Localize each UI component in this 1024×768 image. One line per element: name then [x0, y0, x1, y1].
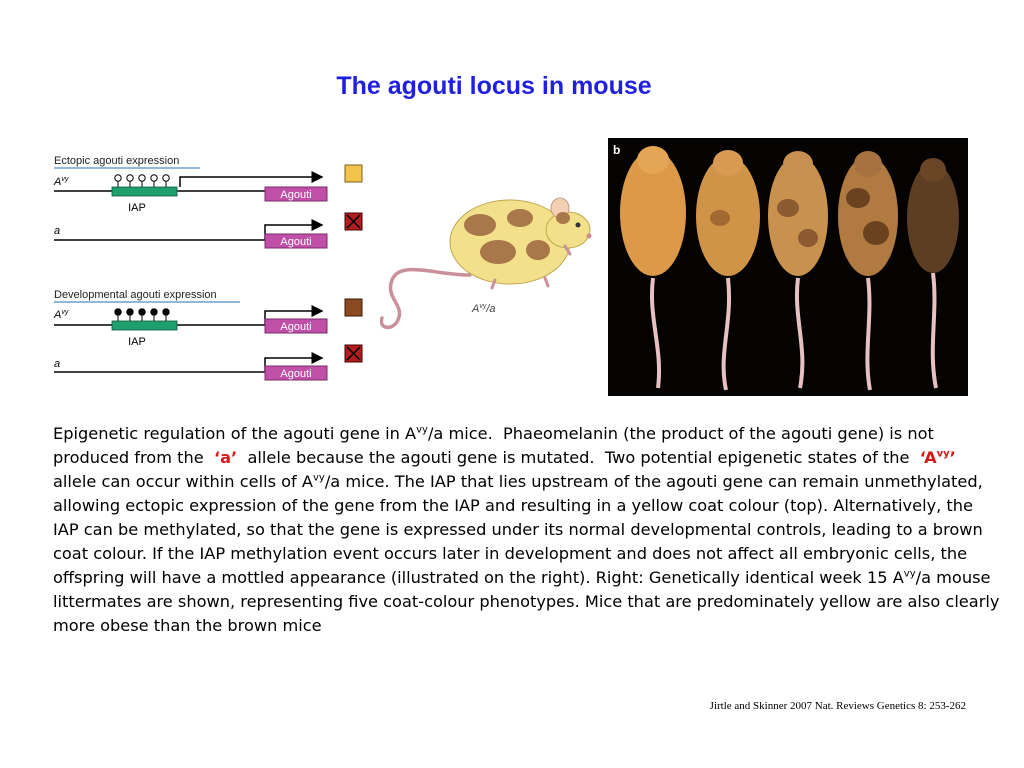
- brown-coat-swatch: [344, 298, 363, 317]
- ectopic-expression-header: Ectopic agouti expression: [54, 155, 179, 167]
- explanation-paragraph: Epigenetic regulation of the agouti gene…: [53, 422, 1003, 638]
- ectopic-transcription-arrow: [179, 171, 324, 187]
- agouti-gene-label: Agouti: [280, 189, 311, 201]
- text-segment: /a mice. The IAP that lies upstream of t…: [53, 472, 983, 587]
- developmental-expression-header: Developmental agouti expression: [54, 289, 217, 301]
- methylated-cpg-sites: [114, 308, 170, 321]
- agouti-gene-label: Agouti: [280, 236, 311, 248]
- allele-label-avy: Avy: [53, 176, 69, 188]
- agouti-gene-box: [264, 233, 328, 249]
- citation: Jirtle and Skinner 2007 Nat. Reviews Gen…: [709, 700, 966, 712]
- allele-label-a: a: [54, 225, 60, 237]
- allele-avy-highlight: ‘Avy’: [919, 448, 956, 467]
- mouse-slightly-mottled: [696, 150, 760, 391]
- agouti-gene-box: [264, 318, 328, 334]
- text-segment: allele because the agouti gene is mutate…: [237, 448, 920, 467]
- mouse-heavily-mottled: [838, 151, 898, 391]
- littermates-photo: b: [608, 138, 968, 396]
- mottled-mouse-illustration: Avy/a: [380, 197, 592, 330]
- superscript: vy: [312, 472, 325, 484]
- text-segment: Epigenetic regulation of the agouti gene…: [53, 424, 417, 443]
- yellow-coat-swatch: [344, 164, 363, 183]
- mouse-yellow: [620, 146, 686, 389]
- agouti-gene-label: Agouti: [280, 321, 311, 333]
- superscript: vy: [903, 568, 916, 580]
- text-segment: /a mice. Phaeomelanin (the product of th…: [53, 424, 940, 467]
- iap-element: [111, 186, 178, 197]
- allele-label-avy: Avy: [53, 309, 69, 321]
- mouse-nose: [586, 233, 592, 239]
- agouti-gene-box: [264, 365, 328, 381]
- genotype-label: Avy/a: [471, 303, 496, 315]
- agouti-gene-diagram: Ectopic agouti expression Avy IAP Agouti…: [53, 155, 363, 381]
- allele-label-a: a: [54, 358, 60, 370]
- mouse-brown: [907, 158, 959, 389]
- blocked-swatch: [344, 344, 363, 363]
- mouse-feet: [490, 244, 572, 290]
- panel-label: b: [613, 143, 620, 157]
- iap-label: IAP: [128, 202, 146, 214]
- slide-title: The agouti locus in mouse: [336, 72, 652, 100]
- mouse-eye: [575, 222, 581, 228]
- text-segment: /a mouse littermates are shown, represen…: [53, 568, 1000, 635]
- text-segment: allele can occur within cells of A: [53, 448, 967, 491]
- iap-label: IAP: [128, 336, 146, 348]
- brown-coat-patches: [464, 209, 570, 264]
- allele-a-highlight: ‘a’: [213, 448, 238, 467]
- agouti-gene-label: Agouti: [280, 368, 311, 380]
- mouse-tail: [380, 267, 472, 330]
- mouse-mottled: [768, 151, 828, 389]
- iap-element: [111, 320, 178, 331]
- superscript: vy: [416, 424, 428, 436]
- littermates-photo-drawing: b: [608, 138, 968, 396]
- unmethylated-cpg-sites: [114, 174, 170, 187]
- blocked-swatch: [344, 212, 363, 231]
- agouti-gene-box: [264, 186, 328, 202]
